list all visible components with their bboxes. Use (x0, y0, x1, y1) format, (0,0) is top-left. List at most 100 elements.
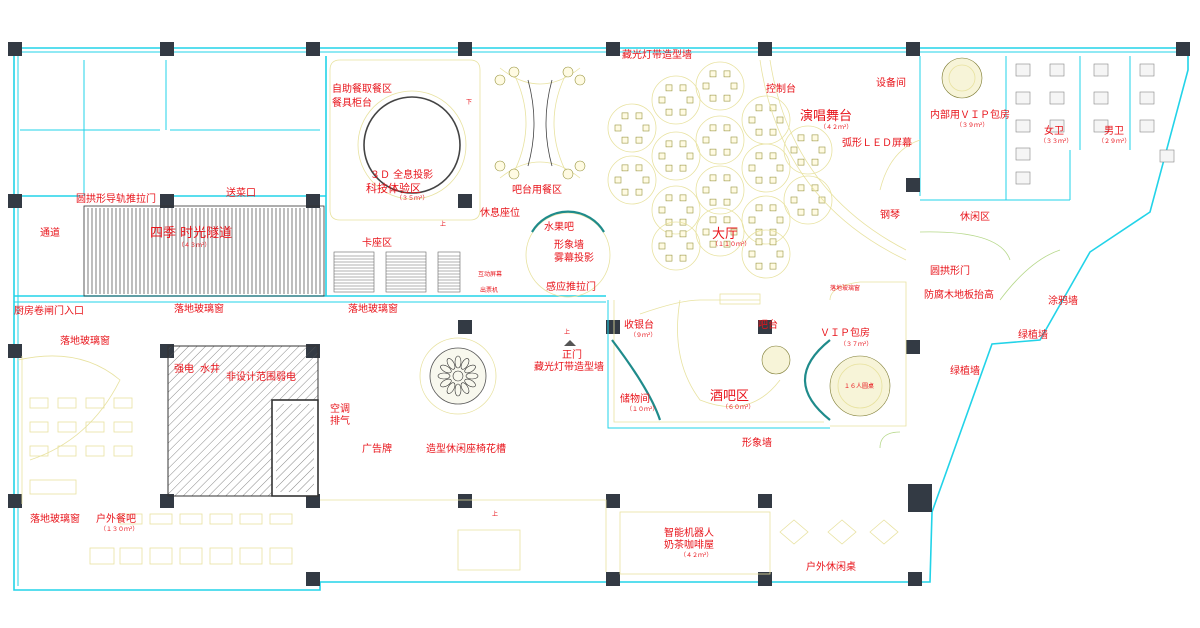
label-outdoor-bar: 户外餐吧 (96, 512, 136, 525)
column (758, 42, 772, 56)
label-bar-zone-area: （６０ｍ²） (722, 404, 754, 411)
column (306, 494, 320, 508)
tech-zone (329, 59, 481, 221)
label-down-mark: 下 (466, 99, 472, 106)
label-image-wall: 形象墙 (554, 238, 584, 251)
hall-table (651, 131, 701, 181)
label-storage-area: （１０ｍ²） (626, 406, 658, 413)
label-vip-room: ＶＩＰ包房 (820, 326, 870, 339)
label-kitchen-entry: 厨房卷闸门入口 (14, 304, 84, 317)
label-women-area: （３３ｍ²） (1040, 138, 1072, 145)
label-arch-door: 圆拱形门 (930, 264, 970, 277)
label-vip-internal: 内部用ＶＩＰ包房 (930, 108, 1010, 121)
label-serving-port: 送菜口 (226, 186, 256, 199)
label-tunnel-area: （４３ｍ²） (178, 242, 210, 249)
label-main-door: 正门 (562, 348, 582, 361)
hall-table (695, 61, 745, 111)
label-lightstrip-top: 藏光灯带造型墙 (622, 48, 692, 61)
left-dining (17, 355, 121, 504)
label-storage: 储物间 (620, 392, 650, 405)
vip-internal-table (941, 57, 983, 99)
label-bar-dining: 吧台用餐区 (512, 183, 562, 196)
label-tea-area: （４２ｍ²） (680, 552, 712, 559)
flower-planter (419, 337, 497, 415)
column (458, 194, 472, 208)
booth-seats (333, 251, 461, 293)
label-glass-window-2: 落地玻璃窗 (348, 302, 398, 315)
column (160, 42, 174, 56)
label-time-tunnel: 四季 时光隧道 (150, 225, 232, 241)
time-tunnel (83, 205, 325, 297)
label-tech-area: （３５ｍ²） (396, 195, 428, 202)
fruit-bar (525, 210, 611, 298)
bar-zone-room (607, 293, 831, 429)
column (606, 572, 620, 586)
label-equipment-room: 设备间 (876, 76, 906, 89)
label-nondesign-1: 强电 (174, 362, 194, 375)
label-men-area: （２９ｍ²） (1098, 138, 1130, 145)
labels: 圆拱形导轨推拉门 送菜口 通道 四季 时光隧道 （４３ｍ²） 厨房卷闸门入口 落… (14, 48, 1130, 573)
label-fog-projection: 雾幕投影 (554, 251, 594, 264)
label-ac: 空调 (330, 402, 350, 415)
label-green-wall-1: 绿植墙 (1018, 328, 1048, 341)
hall-table (651, 75, 701, 125)
label-glass-window-1: 落地玻璃窗 (174, 302, 224, 315)
hall-table (651, 221, 701, 271)
hall-table (607, 155, 657, 205)
label-cashier-area: （９ｍ²） (630, 332, 656, 339)
label-sensor-door: 感应推拉门 (546, 280, 596, 293)
outdoor-umbrellas (779, 519, 899, 545)
hall-table (741, 229, 791, 279)
label-hall: 大厅 (712, 227, 738, 242)
hall-table (695, 165, 745, 215)
column (306, 42, 320, 56)
label-outdoor-tables: 户外休闲桌 (806, 560, 856, 573)
column (758, 572, 772, 586)
hall-table (783, 125, 833, 175)
label-floor-raise: 防腐木地板抬高 (924, 288, 994, 301)
label-glass-window-3: 落地玻璃窗 (60, 334, 110, 347)
column (906, 178, 920, 192)
column (160, 194, 174, 208)
label-cashier: 收银台 (624, 318, 654, 331)
hall-table (651, 185, 701, 235)
entrance-marker-icon (564, 340, 576, 346)
column (606, 320, 620, 334)
column (8, 344, 22, 358)
stage (759, 59, 921, 261)
toilets (1015, 63, 1175, 185)
label-lounge: 休闲区 (960, 210, 990, 223)
column (458, 320, 472, 334)
label-men: 男卫 (1104, 125, 1124, 137)
hall-table (741, 195, 791, 245)
label-stage-area: （４２ｍ²） (820, 124, 852, 131)
label-control-desk: 控制台 (766, 82, 796, 95)
hall-table (695, 115, 745, 165)
label-up-mark: 上 (564, 328, 570, 336)
column (306, 194, 320, 208)
label-3d: ３Ｄ 全息投影 (370, 168, 433, 181)
columns (8, 42, 1190, 586)
hall-tables (607, 61, 833, 279)
label-nondesign-3: 非设计范围弱电 (226, 370, 296, 383)
column (8, 42, 22, 56)
label-tableware: 餐具柜台 (332, 96, 372, 109)
label-glass-window-4: 落地玻璃窗 (30, 512, 80, 525)
label-rolling-door: 圆拱形导轨推拉门 (76, 192, 156, 205)
column (8, 494, 22, 508)
column (1176, 42, 1190, 56)
label-green-wall-2: 绿植墙 (950, 364, 980, 377)
label-lightstrip-door: 藏光灯带造型墙 (534, 360, 604, 373)
label-nondesign-2: 水井 (200, 362, 220, 375)
column (906, 340, 920, 354)
non-design-area (167, 345, 319, 497)
hall-table (695, 207, 745, 257)
bar-dining-counter (494, 66, 586, 180)
label-interactive-screen: 互动屏幕 (478, 270, 502, 278)
label-fruit-bar: 水果吧 (544, 221, 574, 233)
column (758, 320, 772, 334)
vip-room (829, 281, 907, 427)
label-outdoor-bar-area: （１３０ｍ²） (100, 526, 138, 533)
column (908, 572, 922, 586)
